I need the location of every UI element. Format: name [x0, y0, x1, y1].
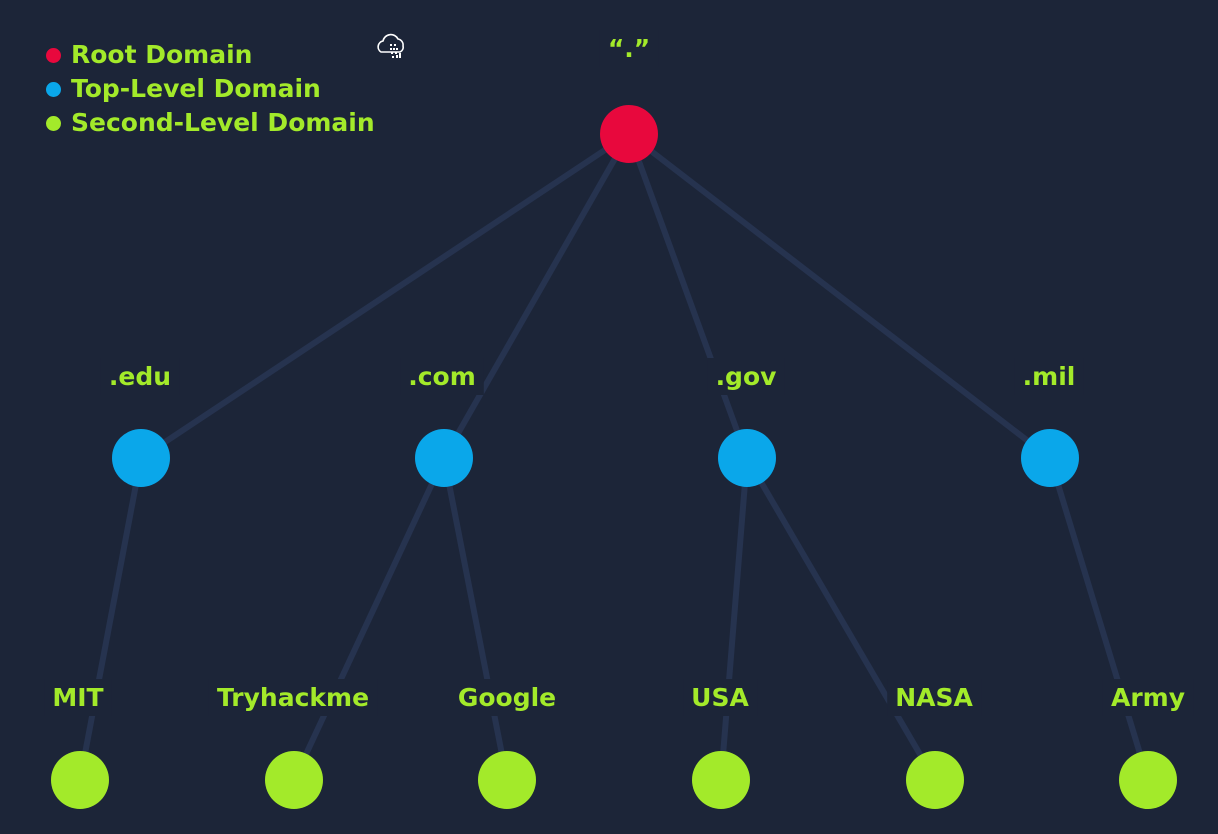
label-tld-mil-backdrop — [1014, 358, 1084, 395]
node-tld-gov — [718, 429, 776, 487]
label-sld-google-backdrop — [449, 679, 565, 716]
legend-swatch-tld — [46, 81, 61, 97]
label-sld-tryhackme: Tryhackme — [217, 683, 369, 712]
legend-item-root: Root Domain — [46, 38, 375, 72]
label-sld-army: Army — [1111, 683, 1185, 712]
label-sld-mit-backdrop — [44, 679, 112, 716]
label-sld-nasa: NASA — [895, 683, 973, 712]
edge-gov-usa — [718, 457, 750, 781]
node-tld-edu — [112, 429, 170, 487]
label-sld-usa: USA — [691, 683, 749, 712]
node-sld-mit — [51, 751, 109, 809]
edge-root-mil — [627, 131, 1052, 461]
legend: Root Domain Top-Level Domain Second-Leve… — [46, 38, 375, 140]
legend-label-sld: Second-Level Domain — [71, 108, 375, 137]
label-root: “.” — [608, 34, 650, 63]
label-sld-google: Google — [458, 683, 556, 712]
label-tld-gov: .gov — [716, 362, 777, 391]
label-sld-mit: MIT — [52, 683, 103, 712]
edge-root-com — [441, 132, 632, 460]
legend-swatch-root — [46, 47, 61, 63]
node-tld-mil — [1021, 429, 1079, 487]
legend-item-sld: Second-Level Domain — [46, 106, 375, 140]
edge-root-gov — [626, 132, 750, 460]
edge-root-edu — [139, 131, 631, 461]
legend-swatch-sld — [46, 115, 61, 131]
label-tld-edu: .edu — [109, 362, 171, 391]
label-tld-gov-backdrop — [707, 358, 785, 395]
label-root-backdrop — [599, 30, 659, 67]
label-sld-nasa-backdrop — [887, 679, 982, 716]
label-sld-tryhackme-backdrop — [208, 679, 378, 716]
label-tld-mil: .mil — [1023, 362, 1076, 391]
label-sld-army-backdrop — [1102, 679, 1194, 716]
nodes-layer — [51, 105, 1177, 809]
node-tld-com — [415, 429, 473, 487]
edge-gov-nasa — [744, 456, 938, 782]
edges-layer — [77, 131, 1151, 782]
legend-label-root: Root Domain — [71, 40, 253, 69]
node-root — [600, 105, 658, 163]
legend-item-tld: Top-Level Domain — [46, 72, 375, 106]
edge-com-tryhackme — [291, 456, 447, 782]
legend-label-tld: Top-Level Domain — [71, 74, 321, 103]
edge-mil-army — [1047, 457, 1151, 781]
node-sld-nasa — [906, 751, 964, 809]
node-sld-google — [478, 751, 536, 809]
edge-edu-mit — [77, 457, 144, 781]
label-tld-edu-backdrop — [100, 358, 180, 395]
node-sld-army — [1119, 751, 1177, 809]
node-sld-tryhackme — [265, 751, 323, 809]
node-sld-usa — [692, 751, 750, 809]
label-tld-com-backdrop — [400, 358, 484, 395]
cloud-icon — [377, 33, 404, 58]
edge-com-google — [441, 457, 510, 781]
label-sld-usa-backdrop — [683, 679, 758, 716]
label-tld-com: .com — [408, 362, 476, 391]
